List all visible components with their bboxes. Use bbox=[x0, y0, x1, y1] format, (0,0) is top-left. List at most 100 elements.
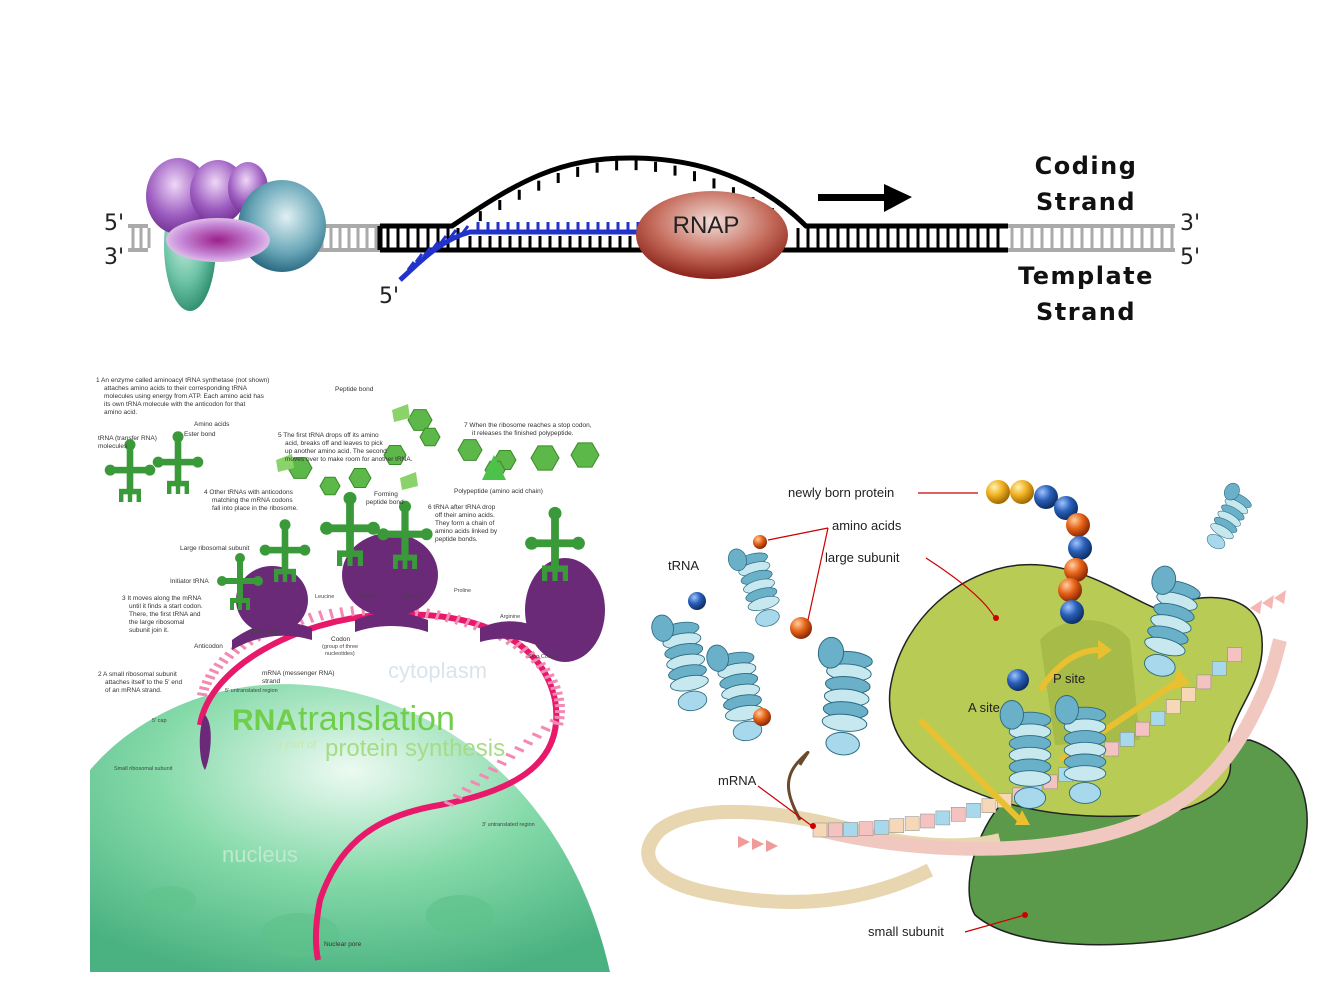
svg-text:There, the first tRNA and: There, the first tRNA and bbox=[129, 611, 201, 618]
mrna-tooth bbox=[452, 793, 463, 801]
svg-text:5 The first tRNA drops off its: 5 The first tRNA drops off its amino bbox=[278, 432, 379, 439]
amino-acid-hex bbox=[419, 427, 441, 447]
label-trna-molecules: tRNA (transfer RNA) bbox=[98, 435, 157, 442]
direction-triangles-left bbox=[738, 836, 778, 852]
mrna-codon bbox=[1165, 699, 1181, 714]
trna-anticodon bbox=[1144, 654, 1176, 677]
mrna-codon bbox=[828, 822, 843, 838]
label-5prime-right: 5' bbox=[1180, 245, 1200, 270]
amino-acid-ball-1 bbox=[753, 535, 767, 549]
trna-arm bbox=[385, 530, 425, 538]
ribosome-small-2 bbox=[355, 612, 428, 632]
trna-3d bbox=[727, 548, 780, 627]
amino-acid-triangle bbox=[482, 455, 506, 480]
mrna-codon bbox=[889, 818, 905, 833]
svg-text:attaches amino acids to their: attaches amino acids to their correspond… bbox=[104, 385, 248, 392]
trna-anticodon bbox=[677, 690, 708, 712]
label-start-codon: Start Codon bbox=[250, 629, 279, 635]
mrna-tooth bbox=[208, 668, 220, 675]
mrna-tooth bbox=[525, 650, 536, 659]
mrna-tooth bbox=[444, 612, 452, 623]
trna-anticodon bbox=[393, 554, 417, 561]
mrna-tooth bbox=[454, 614, 462, 625]
trna-anticodon bbox=[119, 488, 141, 495]
svg-text:4 Other tRNAs with anticodons: 4 Other tRNAs with anticodons bbox=[204, 489, 294, 496]
label-mrna-left: mRNA (messenger RNA) bbox=[262, 670, 335, 677]
trna-segment bbox=[821, 713, 868, 732]
trna-3d bbox=[706, 644, 764, 742]
rnap-enzyme bbox=[636, 191, 788, 279]
trna-anticodon bbox=[1206, 533, 1226, 550]
rna-tick bbox=[438, 235, 448, 245]
mrna-tooth bbox=[540, 667, 551, 674]
rna-tick bbox=[430, 241, 440, 251]
trna-loop bbox=[1054, 695, 1079, 725]
trna-3d bbox=[817, 636, 873, 756]
label-5cap: 5' cap bbox=[152, 718, 167, 724]
label-small-subunit: small subunit bbox=[868, 924, 944, 939]
trna-base bbox=[175, 485, 181, 494]
trna-loop bbox=[192, 456, 204, 468]
trna-base bbox=[167, 485, 172, 494]
trna-loop bbox=[235, 553, 245, 563]
svg-text:of an mRNA strand.: of an mRNA strand. bbox=[105, 687, 162, 694]
trna-segment bbox=[1210, 523, 1234, 540]
trna-loop bbox=[1223, 482, 1240, 501]
mrna-codon bbox=[843, 822, 858, 837]
mrna-tooth bbox=[544, 673, 555, 680]
mrna-tooth bbox=[199, 685, 210, 692]
trna-anticodon bbox=[167, 480, 189, 487]
label-nuclear-pore: Nuclear pore bbox=[324, 941, 362, 948]
protein-residue bbox=[1068, 536, 1092, 560]
trna bbox=[259, 519, 311, 582]
trna-3d bbox=[651, 614, 709, 712]
svg-text:attaches itself to the 5' end: attaches itself to the 5' end bbox=[105, 679, 183, 686]
mrna-codon bbox=[858, 821, 874, 836]
amino-acid-hex bbox=[570, 442, 600, 468]
svg-text:amino acids linked by: amino acids linked by bbox=[435, 528, 498, 535]
step6-text: 6 tRNA after tRNA drop off their amino a… bbox=[428, 504, 498, 543]
trna-base bbox=[184, 485, 189, 494]
label-amino-acids: amino acids bbox=[832, 518, 902, 533]
protein-residue bbox=[986, 480, 1010, 504]
ribosome-panel: newly born protein amino acids large sub… bbox=[641, 480, 1308, 946]
trna-loop bbox=[651, 614, 674, 642]
mrna-tooth bbox=[339, 607, 345, 618]
rnap-label: RNAP bbox=[673, 212, 740, 239]
step3-text: 3 It moves along the mRNA until it finds… bbox=[122, 595, 203, 634]
trna-segment bbox=[670, 674, 709, 692]
trna-base bbox=[274, 573, 279, 582]
mrna-tooth bbox=[197, 692, 208, 697]
step1-text: 1 An enzyme called aminoacyl tRNA synthe… bbox=[96, 377, 269, 416]
amino-acid-hex bbox=[348, 468, 372, 488]
trna-base bbox=[246, 602, 250, 610]
ribosome-small-3 bbox=[480, 621, 565, 660]
label-3prime-right: 3' bbox=[1180, 211, 1200, 236]
trna-anticodon bbox=[732, 720, 763, 742]
svg-text:moves over to make room for an: moves over to make room for another tRNA… bbox=[285, 456, 413, 463]
trna-base bbox=[412, 559, 417, 569]
mrna-tooth bbox=[549, 718, 560, 726]
trna-3d bbox=[1054, 695, 1107, 804]
label-anticodon: Anticodon bbox=[194, 643, 223, 650]
trna bbox=[320, 491, 380, 566]
mrna-codons bbox=[812, 647, 1242, 838]
svg-text:the large ribosomal: the large ribosomal bbox=[129, 619, 185, 626]
label-nucleus: nucleus bbox=[222, 842, 298, 867]
mrna-tooth bbox=[540, 725, 551, 733]
mrna-codon bbox=[812, 822, 828, 838]
mrna-tooth bbox=[461, 786, 472, 794]
dna-left-grey bbox=[128, 224, 382, 252]
trna-base bbox=[393, 559, 398, 569]
mrna-tooth bbox=[552, 691, 563, 696]
trna-loop bbox=[299, 544, 311, 556]
trna-loop bbox=[343, 491, 357, 505]
label-large-ribosomal: Large ribosomal subunit bbox=[180, 545, 250, 552]
mrna-codon bbox=[950, 807, 966, 822]
transcription-diagram: RNAP 5' 3' 5' Coding Strand Template Str… bbox=[104, 152, 1200, 326]
trna-anticodon bbox=[1068, 782, 1102, 804]
amino-acid-hex bbox=[319, 476, 341, 496]
mrna-codon bbox=[981, 798, 997, 813]
mrna-tooth bbox=[530, 656, 541, 664]
